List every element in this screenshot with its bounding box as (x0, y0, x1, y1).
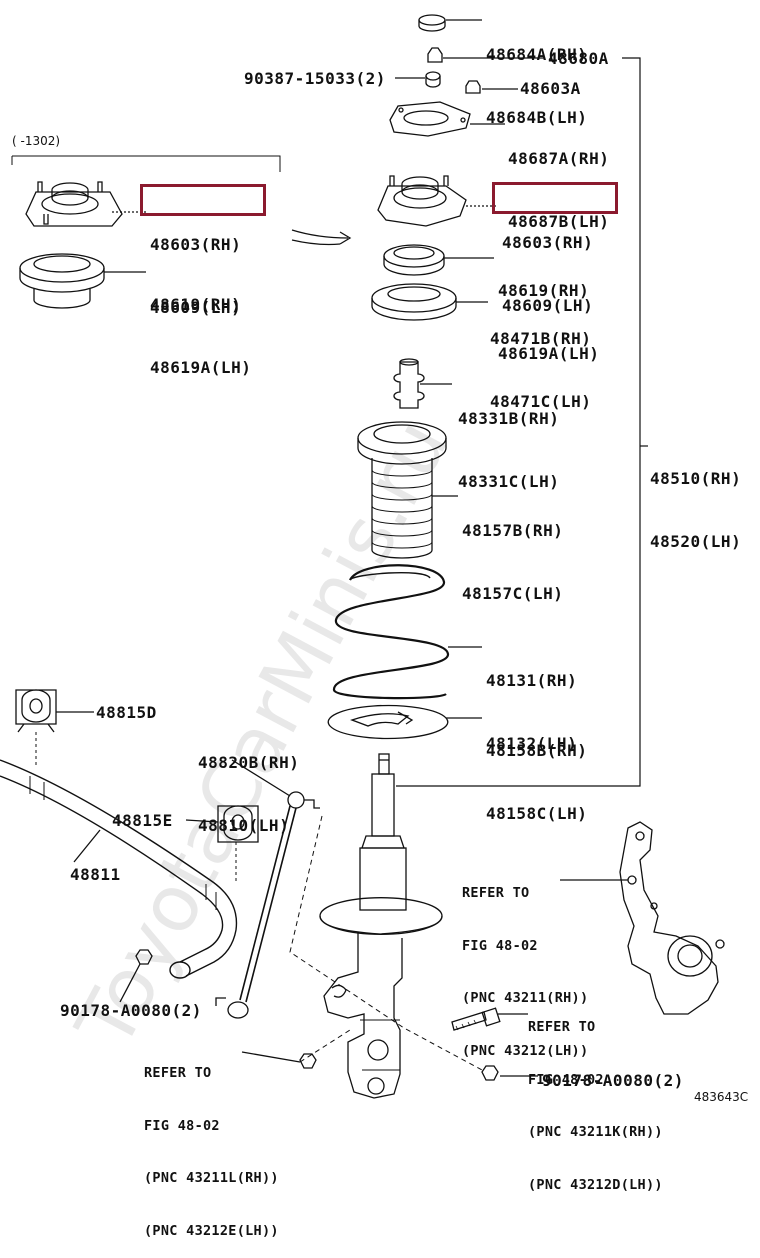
steering-knuckle-part (619, 821, 725, 1015)
ref-knuckle-bolt-line1: REFER TO (528, 1019, 596, 1035)
label-48619-right: 48619(RH) 48619A(LH) (498, 238, 599, 385)
cap-48684-part (418, 14, 446, 32)
dust-boot-48157-part (357, 421, 447, 559)
label-48331b: 48331B(RH) (458, 409, 560, 428)
spring-seat-48471-part (371, 283, 457, 321)
label-48680a: 48680A (548, 49, 609, 68)
ref-knuckle-top-line1: REFER TO (462, 885, 530, 901)
label-48520-lh: 48520(LH) (650, 532, 742, 551)
label-48687: 48687A(RH) 48687B(LH) (508, 106, 609, 253)
highlight-48603-left (140, 184, 266, 216)
ref-knuckle-bolt-line2: FIG 48-02 (528, 1071, 604, 1088)
label-48603a: 48603A (520, 79, 581, 98)
label-48603-right-rh: 48603(RH) (502, 233, 594, 252)
label-48131: 48131(RH) 48132(LH) (486, 628, 577, 775)
ref-knuckle-bolt: REFER TO FIG 48-02 (PNC 43211K(RH)) (PNC… (528, 984, 663, 1212)
ref-strut-bolt-line1: REFER TO (144, 1065, 212, 1081)
label-48609-right-lh: 48609(LH) (502, 296, 594, 315)
left-bearing-48619-part (19, 253, 105, 309)
label-48619-left: 48619(RH) 48619A(LH) (150, 252, 251, 399)
label-48157b: 48157B(RH) (462, 521, 564, 540)
bump-stopper-48331-part (393, 358, 425, 409)
nut-48603a-part (465, 80, 481, 94)
nut-90178-right-part (481, 1065, 499, 1081)
highlight-48603-right (492, 182, 618, 214)
label-48157c: 48157C(LH) (462, 584, 564, 603)
label-48131-rh: 48131(RH) (486, 671, 578, 690)
label-48815d: 48815D (96, 703, 157, 722)
label-48132-lh: 48132(LH) (486, 734, 578, 753)
strut-assembly-part (319, 753, 443, 1099)
label-48603-left-rh: 48603(RH) (150, 235, 242, 254)
label-48684: 48684A(RH) 48684B(LH) (486, 2, 587, 149)
label-48158b: 48158B(RH) (486, 741, 588, 760)
label-48510: 48510(RH) 48520(LH) (650, 426, 741, 573)
stabilizer-link-48820-part (215, 791, 320, 1019)
label-48158c: 48158C(LH) (486, 804, 588, 823)
plate-48687-part (389, 101, 471, 137)
label-48471b: 48471B(RH) (490, 329, 592, 348)
label-48811: 48811 (70, 865, 121, 884)
right-mount-48603-part (377, 175, 467, 227)
label-48619-left-rh: 48619(RH) (150, 295, 242, 314)
lower-seat-48158-part (327, 704, 449, 740)
label-48158: 48158B(RH) 48158C(LH) (486, 698, 587, 845)
ref-knuckle-bolt-line3: (PNC 43211K(RH)) (528, 1124, 663, 1140)
label-90178-left: 90178-A0080(2) (60, 1001, 202, 1020)
left-mount-48603-part (25, 181, 123, 227)
label-48331: 48331B(RH) 48331C(LH) (458, 366, 559, 513)
coil-spring-48131-part (332, 564, 450, 700)
ref-strut-bolt-line3: (PNC 43211L(RH)) (144, 1170, 279, 1186)
ref-strut-bolt-line4: (PNC 43212E(LH)) (144, 1222, 279, 1239)
group-note: ( -1302) (12, 134, 61, 148)
label-48687b: 48687B(LH) (508, 212, 610, 231)
label-48815e: 48815E (112, 811, 173, 830)
label-48331c: 48331C(LH) (458, 472, 560, 491)
figure-code: 483643C (694, 1090, 749, 1104)
label-48603-right: 48603(RH) 48609(LH) (502, 190, 593, 337)
ref-knuckle-bolt-line4: (PNC 43212D(LH)) (528, 1176, 663, 1193)
label-48820: 48820B(RH) 48810(LH) (198, 710, 299, 857)
label-48619-right-rh: 48619(RH) (498, 281, 590, 300)
ref-knuckle-top-line4: (PNC 43212(LH)) (462, 1042, 589, 1059)
ref-strut-bolt-line2: FIG 48-02 (144, 1117, 220, 1134)
nut-strut-bolt-part (299, 1053, 317, 1069)
ref-knuckle-top-line2: FIG 48-02 (462, 937, 538, 954)
label-48471c: 48471C(LH) (490, 392, 592, 411)
bushing-48815d-part (15, 689, 57, 733)
label-48619a-right-lh: 48619A(LH) (498, 344, 600, 363)
right-bearing-48619-part (383, 244, 445, 276)
label-48471: 48471B(RH) 48471C(LH) (490, 286, 591, 433)
washer-90387-part (425, 71, 441, 88)
knuckle-bolt-part (451, 1007, 501, 1031)
label-90178-right: 90178-A0080(2) (542, 1071, 684, 1090)
label-48609-left-lh: 48609(LH) (150, 298, 242, 317)
label-48157: 48157B(RH) 48157C(LH) (462, 478, 563, 625)
ref-knuckle-top-line3: (PNC 43211(RH)) (462, 990, 589, 1006)
label-48810: 48810(LH) (198, 816, 290, 835)
label-48619a-left-lh: 48619A(LH) (150, 358, 252, 377)
label-48684b: 48684B(LH) (486, 108, 588, 127)
parts-diagram-drawing (0, 14, 725, 1099)
label-90387: 90387-15033(2) (244, 69, 386, 88)
label-48820b: 48820B(RH) (198, 753, 300, 772)
label-48603-left: 48603(RH) 48609(LH) (150, 192, 241, 339)
stabilizer-bar-part (0, 759, 238, 979)
ref-strut-bolt: REFER TO FIG 48-02 (PNC 43211L(RH)) (PNC… (144, 1030, 279, 1258)
ref-knuckle-top: REFER TO FIG 48-02 (PNC 43211(RH)) (PNC … (462, 850, 588, 1078)
bushing-48815e-part (217, 805, 259, 843)
label-48510-rh: 48510(RH) (650, 469, 742, 488)
label-48687a: 48687A(RH) (508, 149, 610, 168)
nut-48680-part (427, 47, 443, 63)
nut-90178-left-part (135, 949, 153, 965)
label-48684a: 48684A(RH) (486, 45, 588, 64)
